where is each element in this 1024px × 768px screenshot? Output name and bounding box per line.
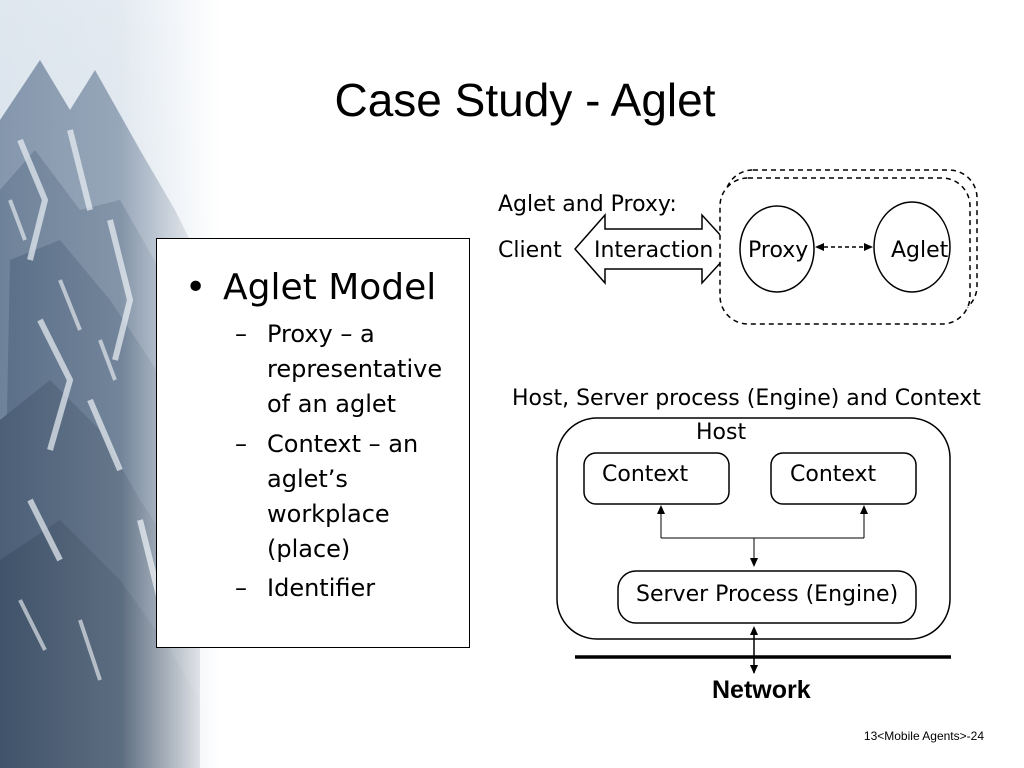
- bullet-panel: • Aglet Model – Proxy – a representative…: [156, 238, 470, 648]
- host-diagram-heading: Host, Server process (Engine) and Contex…: [512, 386, 981, 411]
- aglet-proxy-heading: Aglet and Proxy:: [498, 192, 677, 217]
- subitem-text: Identifier: [267, 574, 376, 602]
- bullet-main-text: Aglet Model: [223, 267, 437, 308]
- context-left-label: Context: [602, 462, 689, 487]
- context-right-box: [770, 452, 917, 505]
- proxy-node: [739, 205, 815, 293]
- server-process-label: Server Process (Engine): [636, 582, 899, 607]
- network-label: Network: [712, 676, 811, 704]
- dash-marker: –: [235, 574, 247, 602]
- dash-marker: –: [235, 320, 247, 348]
- client-label: Client: [498, 238, 562, 263]
- dash-marker: –: [235, 430, 247, 458]
- host-label: Host: [696, 420, 747, 445]
- subitem-text: Context – an aglet’s workplace (place): [267, 430, 419, 563]
- slide-footer: 13<Mobile Agents>-24: [863, 729, 984, 743]
- slide-title: Case Study - Aglet: [334, 74, 716, 126]
- context-left-box: [583, 452, 730, 505]
- bullet-marker: •: [185, 267, 207, 308]
- aglet-node: [873, 201, 951, 293]
- context-right-label: Context: [790, 462, 877, 487]
- proxy-label: Proxy: [748, 238, 809, 263]
- interaction-label: Interaction: [594, 238, 714, 263]
- aglet-label: Aglet: [891, 238, 949, 263]
- server-process-box: [617, 570, 917, 624]
- subitem-text: Proxy – a representative of an aglet: [267, 320, 443, 418]
